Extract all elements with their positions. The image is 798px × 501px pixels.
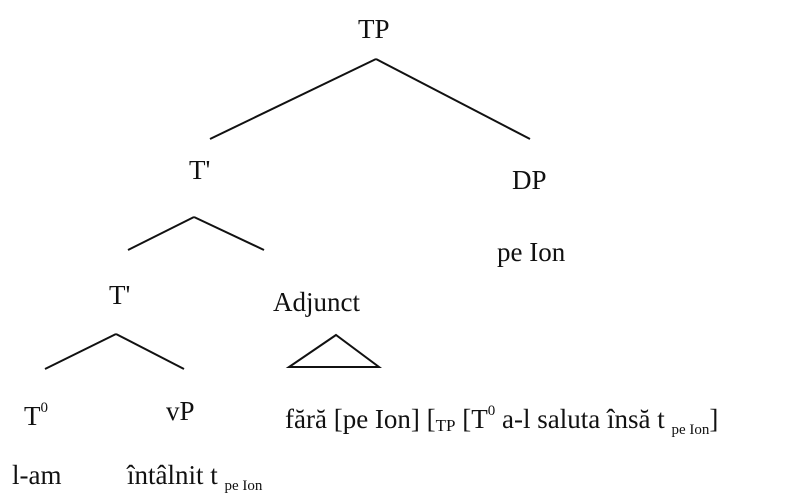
t0-base: T: [24, 401, 41, 431]
adjunct-t-superscript: 0: [487, 403, 496, 419]
adjunct-trace-subscript: pe Ion: [671, 422, 710, 438]
node-adjunct: Adjunct: [273, 287, 360, 317]
adjunct-text-1: fără [pe Ion] [: [285, 404, 436, 434]
node-tbar-top: T': [189, 155, 211, 185]
t0-superscript: 0: [40, 400, 49, 416]
vp-trace-subscript: pe Ion: [224, 478, 263, 494]
word-t0: l-am: [12, 460, 62, 490]
node-dp: DP: [512, 165, 547, 195]
branch-tbar-to-vp: [115, 333, 185, 370]
node-tp: TP: [358, 14, 390, 44]
branch-tbar-to-adjunct: [193, 216, 265, 251]
adjunct-phrase: fără [pe Ion] [TP [T0 a-l saluta însă t …: [285, 396, 718, 445]
node-vp: vP: [166, 396, 195, 426]
adjunct-text-4: ]: [709, 404, 719, 434]
adjunct-triangle: [285, 333, 383, 368]
adjunct-t-base: T: [471, 404, 488, 434]
word-vp: întâlnit t pe Ion: [127, 460, 262, 501]
branch-tbar-to-tbar: [127, 216, 195, 251]
adjunct-text-3: a-l saluta însă t: [495, 404, 672, 434]
adjunct-text-2: [: [455, 404, 472, 434]
branch-tp-to-tbar: [209, 58, 377, 140]
branch-tbar-to-t0: [44, 333, 117, 370]
node-tbar-low: T': [109, 280, 131, 310]
adjunct-tp-subscript: TP: [435, 416, 456, 435]
node-dp-word: pe Ion: [497, 237, 566, 267]
vp-word-text: întâlnit t: [127, 460, 225, 490]
node-t0: T0: [24, 393, 48, 431]
branch-tp-to-dp: [375, 58, 531, 140]
